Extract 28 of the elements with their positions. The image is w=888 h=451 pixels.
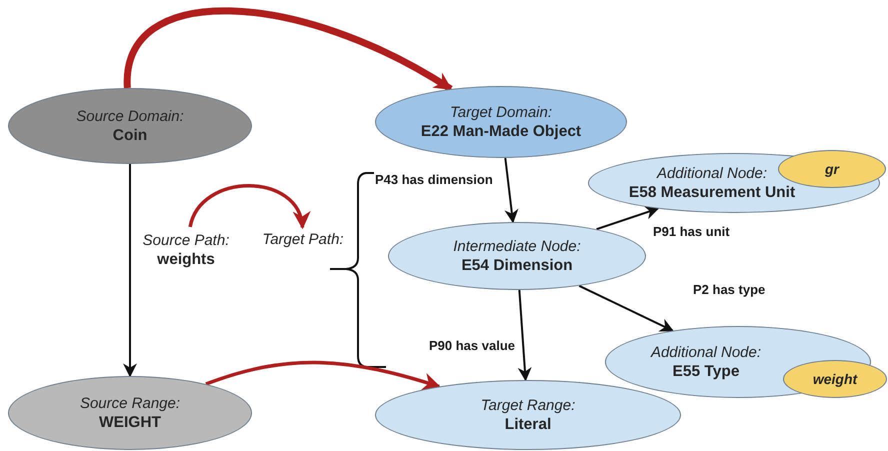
arrow [124,7,453,92]
node-name: E54 Dimension [461,256,573,276]
arrow [188,184,308,230]
arrow [596,206,660,230]
node-name: weight [812,370,858,389]
node-title: Source Domain: [76,106,184,126]
node-name: Literal [504,414,552,434]
arrow [504,158,518,224]
node-title: Target Range: [480,396,576,414]
arrow [578,284,674,332]
edge-label: P2 has type [692,282,766,298]
node-title: Source Range: [80,394,180,412]
node-title: Target Domain: [450,102,552,122]
node-name: gr [825,160,839,179]
node-name: E22 Man-Made Object [420,122,582,142]
node-name: weights [157,250,215,270]
node-title: Additional Node: [656,164,768,182]
node-name: Coin [112,126,148,146]
node-title: Source Path: [142,230,230,250]
arrow [123,164,137,378]
node-title: Intermediate Node: [453,236,581,256]
node-title: Additional Node: [650,342,762,362]
node-name: WEIGHT [99,412,161,432]
node-name: E55 Type [672,362,740,382]
node-name: E58 Measurement Unit [628,182,796,202]
arrow [205,360,441,390]
node-title: Target Path: [262,230,344,248]
arrow [518,290,532,382]
